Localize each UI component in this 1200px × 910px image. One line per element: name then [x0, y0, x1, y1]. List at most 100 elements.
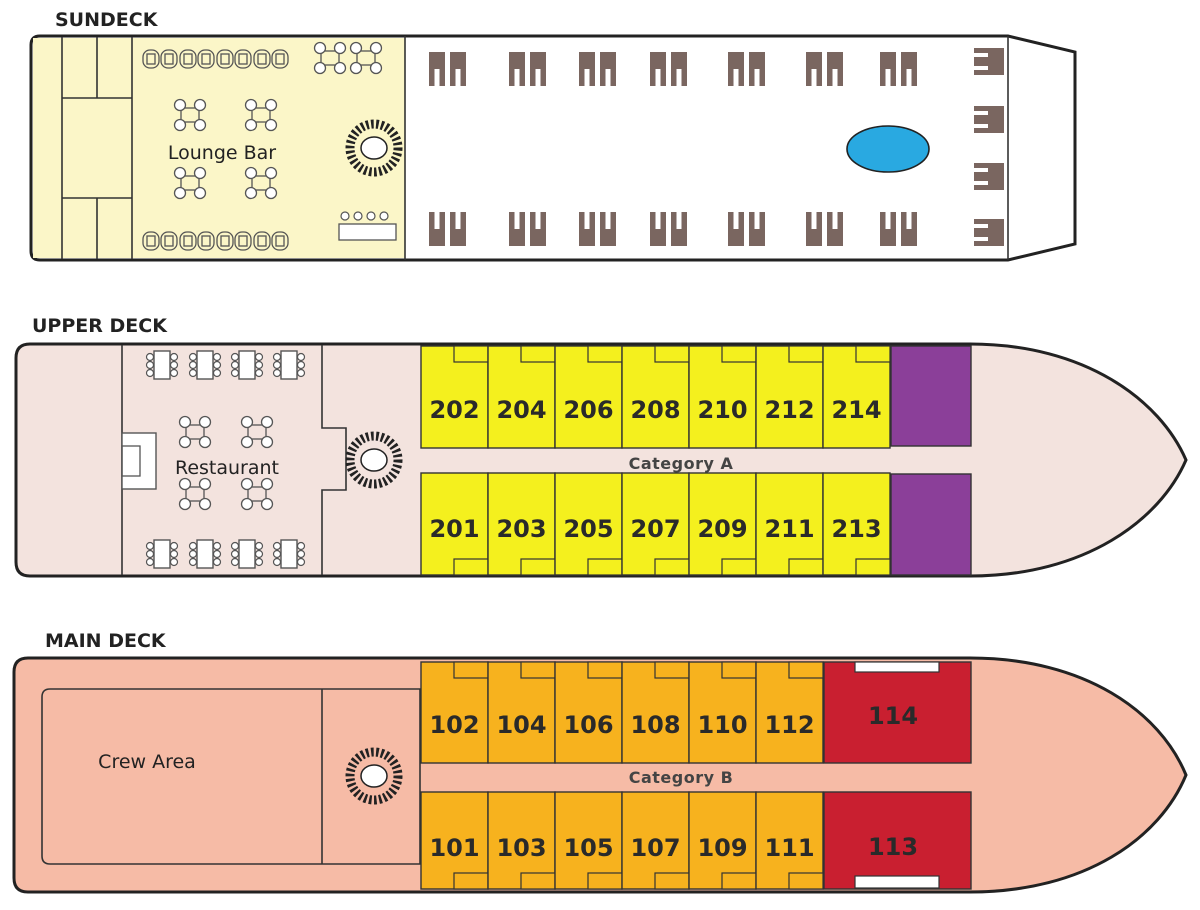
cabin-number: 205 [563, 515, 613, 543]
upper-deck-title: UPPER DECK [32, 315, 168, 337]
dining-table-icon [145, 350, 179, 380]
cabin-number: 113 [868, 833, 918, 861]
cabin-number: 109 [697, 834, 747, 862]
sun-lounger-icon [450, 212, 466, 246]
cabin-212[interactable]: 212 [755, 345, 824, 449]
sun-lounger-icon [728, 52, 744, 86]
sun-lounger-icon [728, 212, 744, 246]
sun-lounger-icon [579, 212, 595, 246]
sun-lounger-icon [974, 163, 1004, 177]
sun-lounger-icon [974, 48, 1004, 62]
sun-lounger-icon [827, 52, 843, 86]
sun-lounger-icon [509, 52, 525, 86]
sun-lounger-icon [600, 212, 616, 246]
cabin-201[interactable]: 201 [420, 472, 489, 576]
sun-lounger-icon [880, 212, 896, 246]
sun-lounger-icon [429, 212, 445, 246]
cabin-number: 103 [496, 834, 546, 862]
cabin-101[interactable]: 101 [420, 791, 489, 890]
cabin-205[interactable]: 205 [554, 472, 623, 576]
sun-lounger-icon [827, 212, 843, 246]
cabin-number: 108 [630, 711, 680, 739]
cabin-number: 105 [563, 834, 613, 862]
whirlpool-icon [846, 125, 930, 173]
category-b-label: Category B [629, 768, 734, 787]
dining-table-icon [230, 350, 264, 380]
cabin-105[interactable]: 105 [554, 791, 623, 890]
cabin-number: 214 [831, 396, 881, 424]
sun-lounger-icon [806, 212, 822, 246]
sun-lounger-icon [901, 52, 917, 86]
cabin-208[interactable]: 208 [621, 345, 690, 449]
sun-lounger-icon [974, 61, 1004, 75]
sun-lounger-icon [450, 52, 466, 86]
cabin-214[interactable]: 214 [822, 345, 891, 449]
cabin-number: 209 [697, 515, 747, 543]
cabin-number: 112 [764, 711, 814, 739]
cabin-number: 208 [630, 396, 680, 424]
sun-lounger-icon [650, 52, 666, 86]
cabin-207[interactable]: 207 [621, 472, 690, 576]
cabin-206[interactable]: 206 [554, 345, 623, 449]
cabin-213[interactable]: 213 [822, 472, 891, 576]
main-suite-bottom[interactable]: 113 [823, 791, 972, 890]
cabin-number: 107 [630, 834, 680, 862]
sun-lounger-icon [974, 232, 1004, 246]
cabin-211[interactable]: 211 [755, 472, 824, 576]
cabin-number: 207 [630, 515, 680, 543]
sundeck-title: SUNDECK [55, 9, 159, 31]
lounge-bar-area [33, 38, 405, 258]
cabin-108[interactable]: 108 [621, 661, 690, 764]
cabin-number: 212 [764, 396, 814, 424]
dining-table-icon [145, 539, 179, 569]
lounge-bar-label: Lounge Bar [168, 142, 276, 164]
cabin-102[interactable]: 102 [420, 661, 489, 764]
cabin-112[interactable]: 112 [755, 661, 824, 764]
sun-lounger-icon [974, 176, 1004, 190]
dining-table-icon [272, 350, 306, 380]
cabin-number: 114 [868, 702, 918, 730]
sun-lounger-icon [530, 52, 546, 86]
cabin-202[interactable]: 202 [420, 345, 489, 449]
cabin-number: 203 [496, 515, 546, 543]
cabin-number: 210 [697, 396, 747, 424]
cabin-number: 102 [429, 711, 479, 739]
cabin-106[interactable]: 106 [554, 661, 623, 764]
main-suite-top[interactable]: 114 [823, 661, 972, 764]
cabin-109[interactable]: 109 [688, 791, 757, 890]
cabin-number: 204 [496, 396, 546, 424]
cabin-number: 111 [764, 834, 814, 862]
sun-lounger-icon [429, 52, 445, 86]
cabin-number: 110 [697, 711, 747, 739]
cabin-number: 106 [563, 711, 613, 739]
cabin-number: 206 [563, 396, 613, 424]
cabin-104[interactable]: 104 [487, 661, 556, 764]
cabin-203[interactable]: 203 [487, 472, 556, 576]
cabin-110[interactable]: 110 [688, 661, 757, 764]
buffet-counter [121, 432, 157, 490]
cabin-209[interactable]: 209 [688, 472, 757, 576]
cabin-107[interactable]: 107 [621, 791, 690, 890]
crew-area [41, 688, 421, 865]
sun-lounger-icon [974, 119, 1004, 133]
cabin-103[interactable]: 103 [487, 791, 556, 890]
dining-table-icon [188, 539, 222, 569]
cabin-number: 201 [429, 515, 479, 543]
upper-suite-top[interactable] [890, 345, 972, 447]
sun-lounger-icon [579, 52, 595, 86]
cabin-204[interactable]: 204 [487, 345, 556, 449]
upper-suite-bottom[interactable] [890, 473, 972, 576]
cabin-111[interactable]: 111 [755, 791, 824, 890]
dining-table-icon [272, 539, 306, 569]
cabin-210[interactable]: 210 [688, 345, 757, 449]
sun-lounger-icon [671, 212, 687, 246]
sun-lounger-icon [671, 52, 687, 86]
sun-lounger-icon [509, 212, 525, 246]
sun-lounger-icon [650, 212, 666, 246]
bar-counter [338, 211, 397, 241]
cabin-number: 213 [831, 515, 881, 543]
category-a-label: Category A [629, 454, 734, 473]
